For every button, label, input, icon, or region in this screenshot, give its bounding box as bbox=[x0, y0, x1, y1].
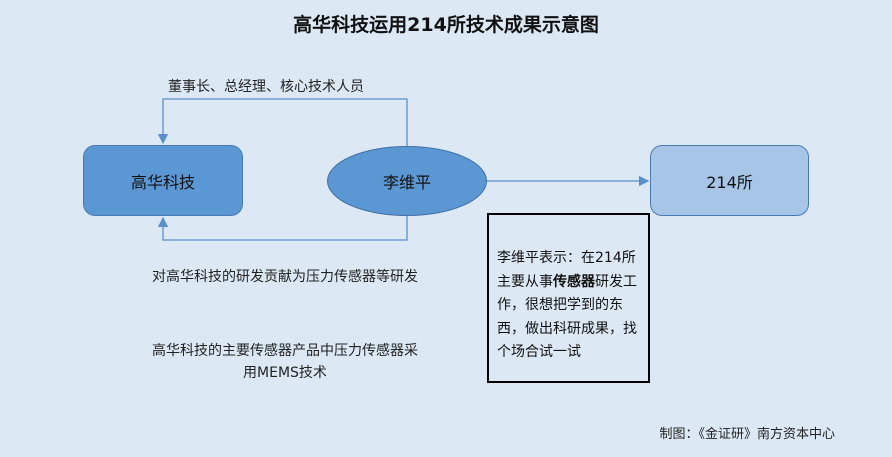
diagram-title: 高华科技运用214所技术成果示意图 bbox=[293, 14, 599, 36]
edge-label-roles: 董事长、总经理、核心技术人员 bbox=[168, 79, 364, 95]
quote-box: 李维平表示：在214所主要从事传感器研发工作，很想把学到的东西，做出科研成果，找… bbox=[487, 213, 650, 383]
node-liweiping: 李维平 bbox=[327, 146, 487, 216]
connector-bottom bbox=[157, 216, 408, 241]
node-gaohua: 高华科技 bbox=[83, 145, 243, 216]
note-products: 高华科技的主要传感器产品中压力传感器采用MEMS技术 bbox=[152, 343, 418, 381]
node-214: 214所 bbox=[650, 145, 809, 216]
node-liweiping-label: 李维平 bbox=[382, 173, 431, 192]
credit-text: 制图：《金证研》南方资本中心 bbox=[659, 427, 835, 442]
quote-before: 李维平表示：在214所主要从事 bbox=[497, 250, 636, 290]
quote-bold: 传感器 bbox=[553, 273, 595, 290]
note-contribution: 对高华科技的研发贡献为压力传感器等研发 bbox=[152, 269, 418, 285]
quote-after: 研发工作，很想把学到的东西，做出科研成果，找个场合试一试 bbox=[497, 273, 637, 361]
node-214-label: 214所 bbox=[706, 172, 753, 192]
connector-top bbox=[157, 98, 408, 146]
node-gaohua-label: 高华科技 bbox=[130, 172, 195, 192]
